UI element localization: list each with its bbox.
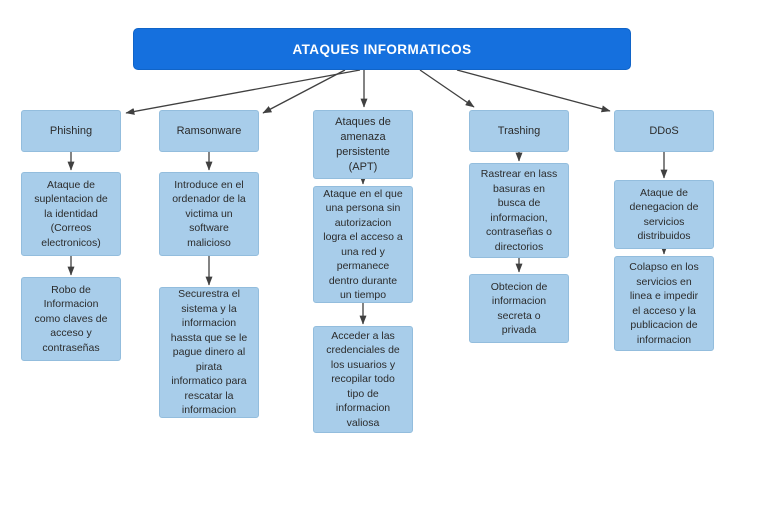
branch-node-ramsonware[interactable]: Ramsonware bbox=[159, 110, 259, 152]
connector-root-to-ramsonware bbox=[262, 69, 346, 114]
detail-node-apt-step-1[interactable]: Ataque en el que una persona sin autoriz… bbox=[313, 186, 413, 303]
branch-node-ddos-label: DDoS bbox=[649, 124, 679, 137]
connector-root-to-trashing bbox=[419, 69, 475, 108]
branch-node-phishing-label: Phishing bbox=[49, 124, 93, 137]
detail-node-trashing-step-2[interactable]: Obtecion de informacion secreta o privad… bbox=[469, 274, 569, 343]
branch-node-trashing[interactable]: Trashing bbox=[469, 110, 569, 152]
detail-node-phishing-step-1-label: Ataque de suplentacion de la identidad (… bbox=[34, 178, 108, 249]
branch-node-phishing[interactable]: Phishing bbox=[21, 110, 121, 152]
branch-node-trashing-label: Trashing bbox=[497, 124, 541, 137]
connector-root-to-ddos bbox=[456, 69, 611, 113]
root-connector-group bbox=[125, 69, 611, 115]
detail-node-phishing-step-1[interactable]: Ataque de suplentacion de la identidad (… bbox=[21, 172, 121, 256]
detail-node-ddos-step-2[interactable]: Colapso en los servicios en linea e impe… bbox=[614, 256, 714, 351]
branch-node-apt[interactable]: Ataques de amenaza persistente (APT) bbox=[313, 110, 413, 179]
detail-node-apt-step-2[interactable]: Acceder a las credenciales de los usuari… bbox=[313, 326, 413, 433]
detail-node-apt-step-1-label: Ataque en el que una persona sin autoriz… bbox=[323, 187, 403, 302]
detail-node-ddos-step-1-label: Ataque de denegacion de servicios distri… bbox=[629, 186, 699, 243]
detail-node-ramsonware-step-2-label: Securestra el sistema y la informacion h… bbox=[170, 288, 248, 417]
branch-node-apt-label: Ataques de amenaza persistente (APT) bbox=[335, 115, 391, 173]
detail-node-phishing-step-2[interactable]: Robo de Informacion como claves de acces… bbox=[21, 277, 121, 361]
branch-node-ddos[interactable]: DDoS bbox=[614, 110, 714, 152]
root-node-ataques-informaticos[interactable]: ATAQUES INFORMATICOS bbox=[133, 28, 631, 70]
root-node-label: ATAQUES INFORMATICOS bbox=[292, 41, 472, 57]
detail-node-phishing-step-2-label: Robo de Informacion como claves de acces… bbox=[34, 283, 108, 354]
detail-node-ddos-step-2-label: Colapso en los servicios en linea e impe… bbox=[629, 261, 699, 346]
detail-node-ramsonware-step-2[interactable]: Securestra el sistema y la informacion h… bbox=[159, 287, 259, 418]
branch-node-ramsonware-label: Ramsonware bbox=[176, 124, 242, 137]
detail-node-ramsonware-step-1[interactable]: Introduce en el ordenador de la victima … bbox=[159, 172, 259, 256]
detail-node-apt-step-2-label: Acceder a las credenciales de los usuari… bbox=[326, 329, 400, 429]
detail-node-ddos-step-1[interactable]: Ataque de denegacion de servicios distri… bbox=[614, 180, 714, 249]
detail-node-ramsonware-step-1-label: Introduce en el ordenador de la victima … bbox=[172, 178, 246, 249]
detail-node-trashing-step-1-label: Rastrear en lass basuras en busca de inf… bbox=[480, 168, 558, 253]
connector-root-to-phishing bbox=[125, 69, 361, 115]
detail-node-trashing-step-2-label: Obtecion de informacion secreta o privad… bbox=[490, 280, 548, 337]
detail-node-trashing-step-1[interactable]: Rastrear en lass basuras en busca de inf… bbox=[469, 163, 569, 258]
